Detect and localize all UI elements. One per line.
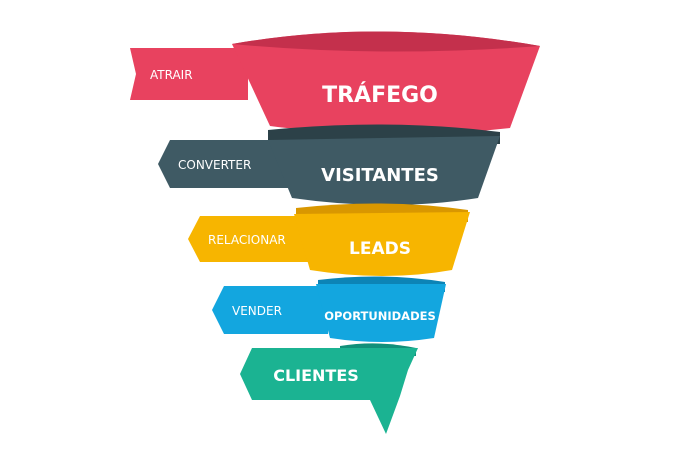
- stage-5-label: CLIENTES: [273, 366, 359, 385]
- stage-2-body: [268, 136, 500, 205]
- stage-1-top-rim: [232, 31, 540, 52]
- stage-1-tag: [130, 48, 248, 100]
- stage-4-tag: [212, 286, 328, 334]
- stage-2-label: VISITANTES: [321, 165, 439, 186]
- funnel-stage-clientes: CLIENTES: [240, 343, 418, 434]
- stage-1-label: TRÁFEGO: [322, 82, 438, 108]
- stage-3-tag: [188, 216, 312, 262]
- stage-3-label: LEADS: [349, 239, 411, 259]
- stage-3-body: [294, 212, 470, 276]
- stage-1-action: ATRAIR: [150, 68, 193, 82]
- stage-4-body: [316, 284, 446, 342]
- stage-4-label: OPORTUNIDADES: [324, 309, 436, 323]
- stage-3-action: RELACIONAR: [208, 233, 286, 247]
- funnel-stage-oportunidades: VENDER OPORTUNIDADES: [212, 276, 446, 342]
- funnel-stage-visitantes: CONVERTER VISITANTES: [158, 124, 500, 205]
- stage-4-action: VENDER: [232, 304, 282, 318]
- stage-2-tag: [158, 140, 290, 188]
- stage-2-action: CONVERTER: [178, 158, 251, 172]
- stage-5-body: [240, 348, 418, 434]
- funnel-stage-trafego: ATRAIR TRÁFEGO: [130, 31, 540, 135]
- stage-1-body: [232, 31, 540, 135]
- funnel-stage-leads: RELACIONAR LEADS: [188, 203, 470, 276]
